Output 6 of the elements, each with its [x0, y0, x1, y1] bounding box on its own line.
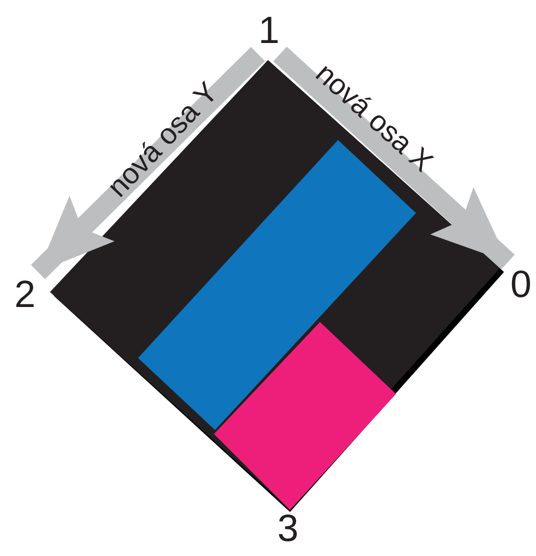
corner-number: 0: [508, 262, 534, 308]
corner-number: 3: [274, 506, 302, 552]
corner-number: 2: [12, 272, 38, 318]
arrow: [30, 46, 266, 280]
arrow: [273, 46, 515, 270]
corner-number: 1: [258, 8, 280, 54]
